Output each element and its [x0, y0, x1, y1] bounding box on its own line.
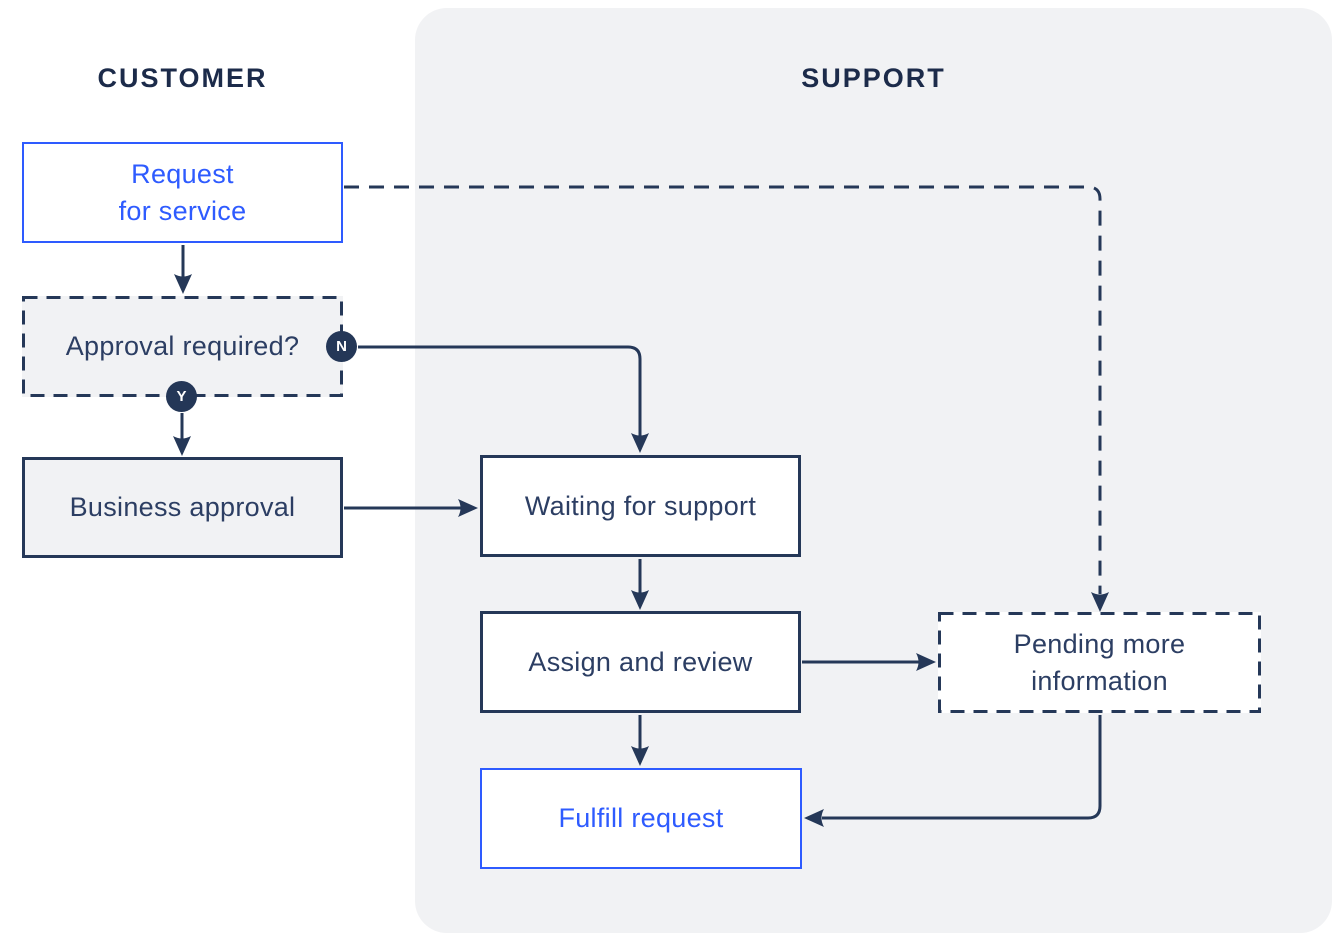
decision-badge-yes: Y	[166, 381, 197, 412]
decision-badge-no: N	[326, 331, 357, 362]
node-pending-more-information: Pending more information	[938, 612, 1261, 713]
arrowhead-into-business	[173, 436, 191, 456]
node-business-approval: Business approval	[22, 457, 343, 558]
arrowhead-into-approval	[174, 274, 192, 294]
node-request-for-service: Request for service	[22, 142, 343, 243]
node-waiting-for-support: Waiting for support	[480, 455, 801, 557]
customer-lane-title: CUSTOMER	[97, 63, 268, 93]
node-assign-and-review: Assign and review	[480, 611, 801, 713]
support-lane-title: SUPPORT	[801, 63, 946, 93]
node-fulfill-request: Fulfill request	[480, 768, 802, 869]
